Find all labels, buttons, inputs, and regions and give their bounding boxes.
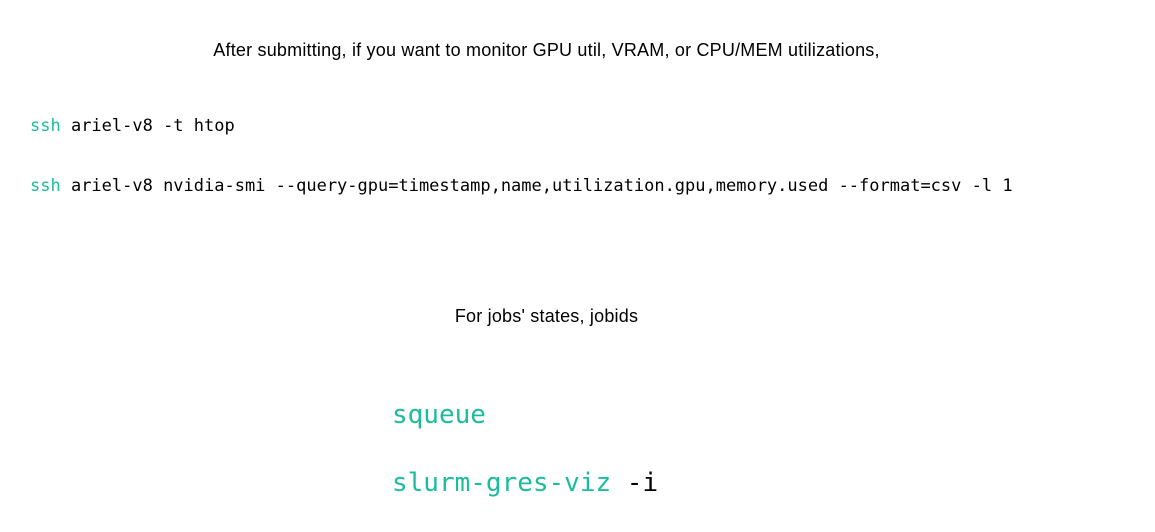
slurm-gres-viz-args: -i	[611, 468, 659, 498]
slurm-gres-viz-command: slurm-gres-viz -i	[392, 468, 658, 498]
ssh-htop-args: ariel-v8 -t htop	[60, 116, 235, 136]
ssh-keyword: ssh	[30, 176, 61, 196]
squeue-keyword: squeue	[392, 400, 486, 430]
ssh-htop-command: ssh ariel-v8 -t htop	[30, 116, 235, 136]
ssh-nvidia-smi-command: ssh ariel-v8 nvidia-smi --query-gpu=time…	[30, 176, 1013, 196]
intro-text: After submitting, if you want to monitor…	[213, 40, 880, 60]
slurm-gres-viz-keyword: slurm-gres-viz	[392, 468, 612, 498]
squeue-command: squeue	[392, 400, 486, 430]
ssh-nvidia-smi-args: ariel-v8 nvidia-smi --query-gpu=timestam…	[60, 176, 1013, 196]
jobs-heading: For jobs' states, jobids	[454, 306, 639, 326]
ssh-keyword: ssh	[30, 116, 61, 136]
